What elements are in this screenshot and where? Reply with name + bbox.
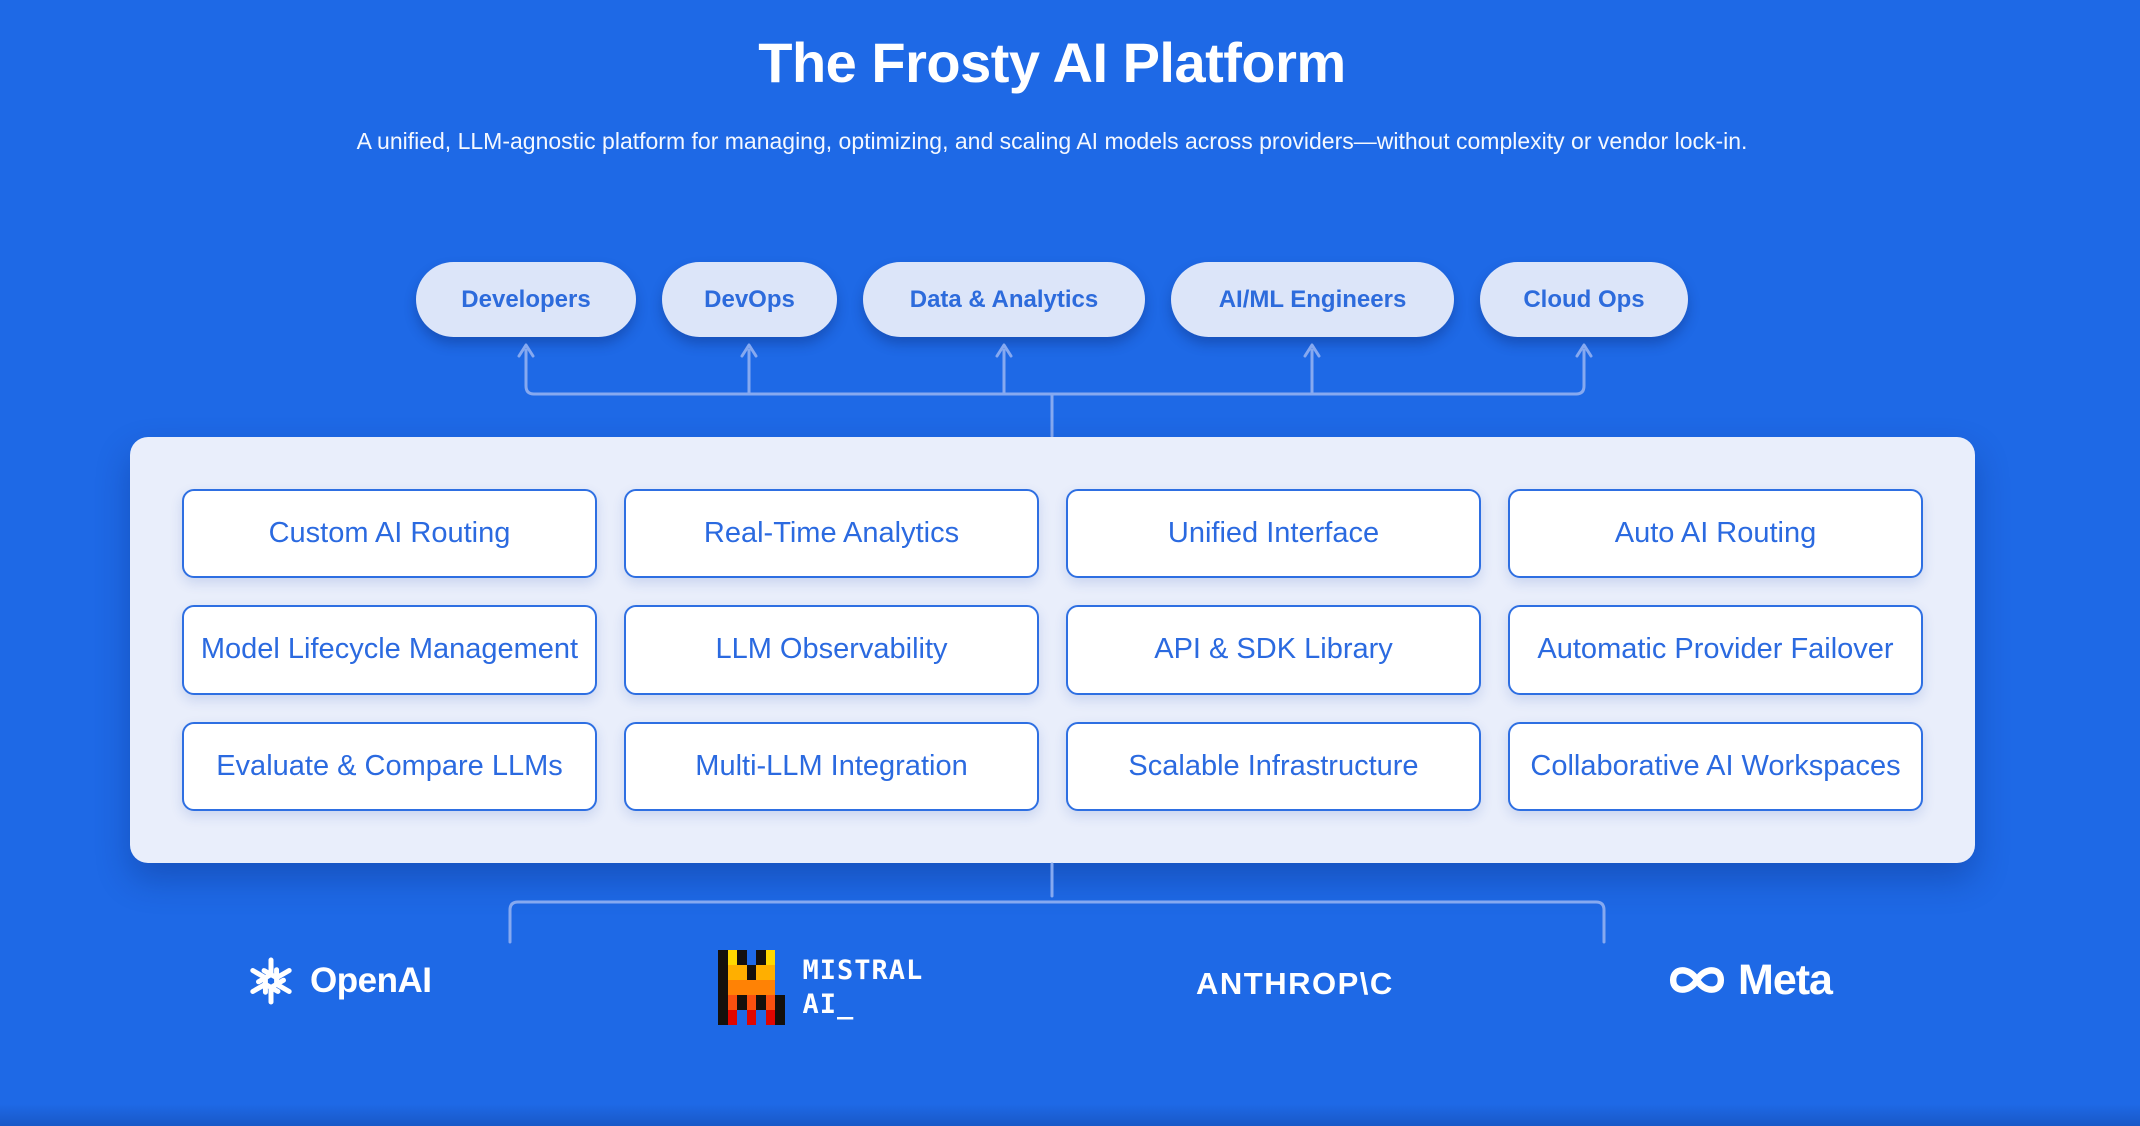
meta-infinity-icon	[1669, 967, 1725, 993]
audience-pill-cloud-ops: Cloud Ops	[1480, 262, 1688, 337]
arrow-up-icon	[995, 343, 1013, 358]
mistral-wordmark-line2: AI_	[802, 989, 855, 1020]
page-subtitle: A unified, LLM-agnostic platform for man…	[356, 128, 1748, 154]
audience-pill-data-analytics: Data & Analytics	[863, 262, 1145, 337]
bottom-shade	[0, 1104, 2140, 1126]
arrow-up-icon	[740, 343, 758, 358]
audience-pill-developers: Developers	[416, 262, 636, 337]
anthropic-logo: ANTHROP\C	[1196, 966, 1394, 1002]
arrow-up-icon	[1575, 343, 1593, 358]
openai-knot-icon	[250, 957, 292, 1005]
audience-pill-aiml-engineers: AI/ML Engineers	[1171, 262, 1454, 337]
feature-box-collaborative-ai-workspaces: Collaborative AI Workspaces	[1508, 721, 1923, 811]
mistral-pixel-m-icon	[718, 950, 785, 1025]
feature-box-auto-ai-routing: Auto AI Routing	[1508, 489, 1923, 579]
feature-box-automatic-provider-failover: Automatic Provider Failover	[1508, 605, 1923, 695]
openai-logo: OpenAI	[244, 952, 432, 1010]
audience-pill-devops: DevOps	[662, 262, 837, 337]
audience-pill-row: Developers DevOps Data & Analytics AI/ML…	[416, 262, 1688, 337]
mistral-logo: MISTRAL AI_	[718, 950, 923, 1025]
arrow-up-icon	[517, 343, 535, 358]
meta-wordmark: Meta	[1738, 955, 1833, 1004]
feature-box-evaluate-compare-llms: Evaluate & Compare LLMs	[182, 721, 597, 811]
feature-panel: Custom AI Routing Real-Time Analytics Un…	[130, 437, 1975, 863]
feature-box-llm-observability: LLM Observability	[624, 605, 1039, 695]
mistral-wordmark: MISTRAL AI_	[803, 954, 924, 1022]
feature-box-multi-llm-integration: Multi-LLM Integration	[624, 721, 1039, 811]
page-title: The Frosty AI Platform	[758, 31, 1346, 94]
feature-box-api-sdk-library: API & SDK Library	[1066, 605, 1481, 695]
feature-box-custom-ai-routing: Custom AI Routing	[182, 489, 597, 579]
meta-logo: Meta	[1664, 952, 1833, 1008]
feature-box-model-lifecycle-management: Model Lifecycle Management	[182, 605, 597, 695]
feature-box-real-time-analytics: Real-Time Analytics	[624, 489, 1039, 579]
feature-box-unified-interface: Unified Interface	[1066, 489, 1481, 579]
openai-wordmark: OpenAI	[310, 961, 432, 1000]
mistral-wordmark-line1: MISTRAL	[802, 955, 924, 986]
anthropic-wordmark: ANTHROP\C	[1196, 966, 1394, 1001]
arrow-up-icon	[1303, 343, 1321, 358]
feature-box-scalable-infrastructure: Scalable Infrastructure	[1066, 721, 1481, 811]
